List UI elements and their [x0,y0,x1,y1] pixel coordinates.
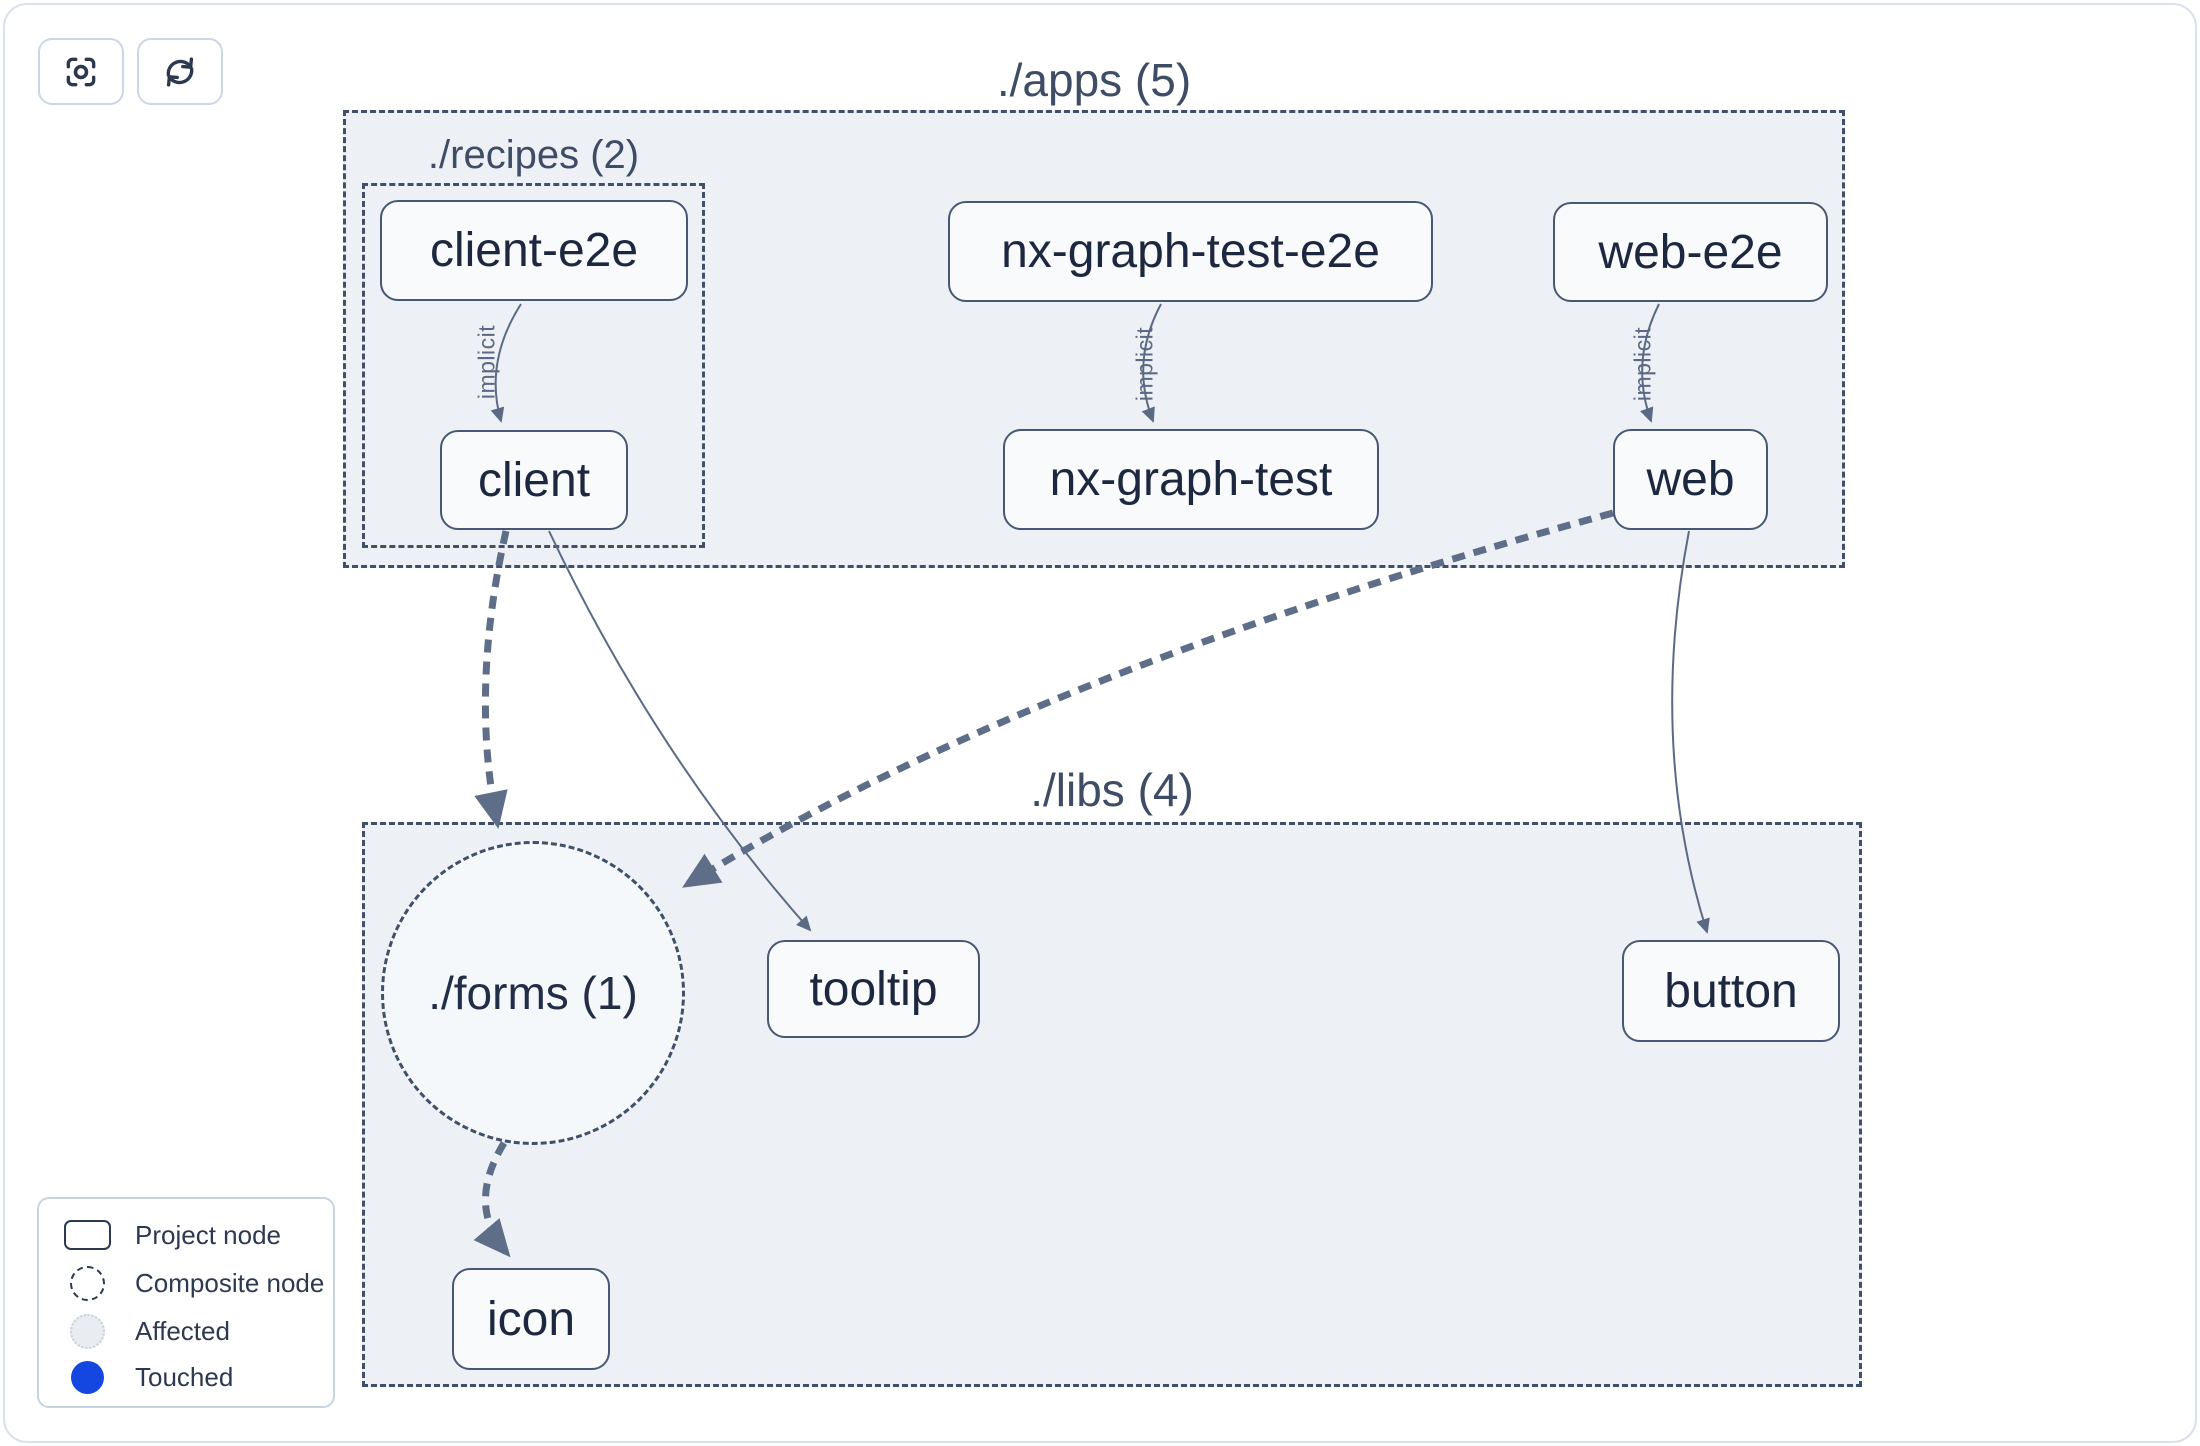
node-client-e2e-label: client-e2e [429,224,639,277]
node-web-label: web [1646,453,1735,506]
composite-node-forms-label: ./forms (1) [428,967,638,1019]
legend-label-project-node: Project node [135,1219,281,1250]
node-client[interactable]: client [440,430,628,530]
legend-label-affected: Affected [135,1315,230,1346]
container-recipes[interactable] [362,183,705,548]
canvas-frame [3,3,2197,1443]
edge-label-implicit-3: implicit [1629,326,1656,402]
edge-forms-icon [473,1141,511,1258]
legend-label-composite-node: Composite node [135,1267,325,1298]
legend: Project node Composite node Affected Tou… [37,1197,335,1408]
container-apps-label: ./apps (5) [996,54,1192,106]
composite-node-forms[interactable]: ./forms (1) [381,841,685,1145]
edge-client-forms [474,530,510,829]
edge-web-forms [682,509,1614,888]
legend-row-affected: Affected [39,1307,333,1355]
legend-row-project-node: Project node [39,1211,333,1259]
touched-icon [70,1360,104,1394]
project-node-icon [63,1220,111,1250]
refresh-icon [161,53,199,91]
node-client-label: client [477,453,591,507]
node-web-e2e-label: web-e2e [1598,225,1783,279]
legend-row-touched: Touched [39,1353,333,1401]
edge-web-button [1671,530,1710,934]
edge-label-implicit-1: implicit [473,324,500,400]
node-button[interactable]: button [1622,940,1840,1042]
edge-web-e2e-web [1640,303,1660,423]
edge-client-e2e-client [490,303,522,423]
node-nx-graph-test-e2e[interactable]: nx-graph-test-e2e [948,201,1433,302]
node-icon-label: icon [486,1292,576,1346]
container-recipes-label: ./recipes (2) [427,133,640,177]
edge-client-tooltip [548,530,812,932]
node-icon[interactable]: icon [452,1268,610,1370]
node-tooltip[interactable]: tooltip [767,940,980,1038]
container-libs-label: ./libs (4) [1030,764,1194,816]
node-nx-graph-test[interactable]: nx-graph-test [1003,429,1379,530]
node-nx-graph-test-e2e-label: nx-graph-test-e2e [1001,225,1380,278]
legend-label-touched: Touched [135,1361,234,1392]
legend-row-composite-node: Composite node [39,1259,333,1307]
node-tooltip-label: tooltip [809,962,938,1016]
edge-label-implicit-2: implicit [1131,326,1158,402]
affected-icon [69,1313,105,1349]
node-client-e2e[interactable]: client-e2e [380,200,688,301]
node-button-label: button [1664,964,1798,1018]
center-graph-button[interactable] [38,38,124,105]
node-web-e2e[interactable]: web-e2e [1553,202,1828,302]
edge-nx-graph-test-e2e-nx-graph-test [1141,303,1162,423]
node-web[interactable]: web [1613,429,1768,530]
refresh-graph-button[interactable] [137,38,223,105]
node-nx-graph-test-label: nx-graph-test [1049,453,1333,506]
focus-icon [62,53,100,91]
composite-node-icon [69,1265,105,1301]
